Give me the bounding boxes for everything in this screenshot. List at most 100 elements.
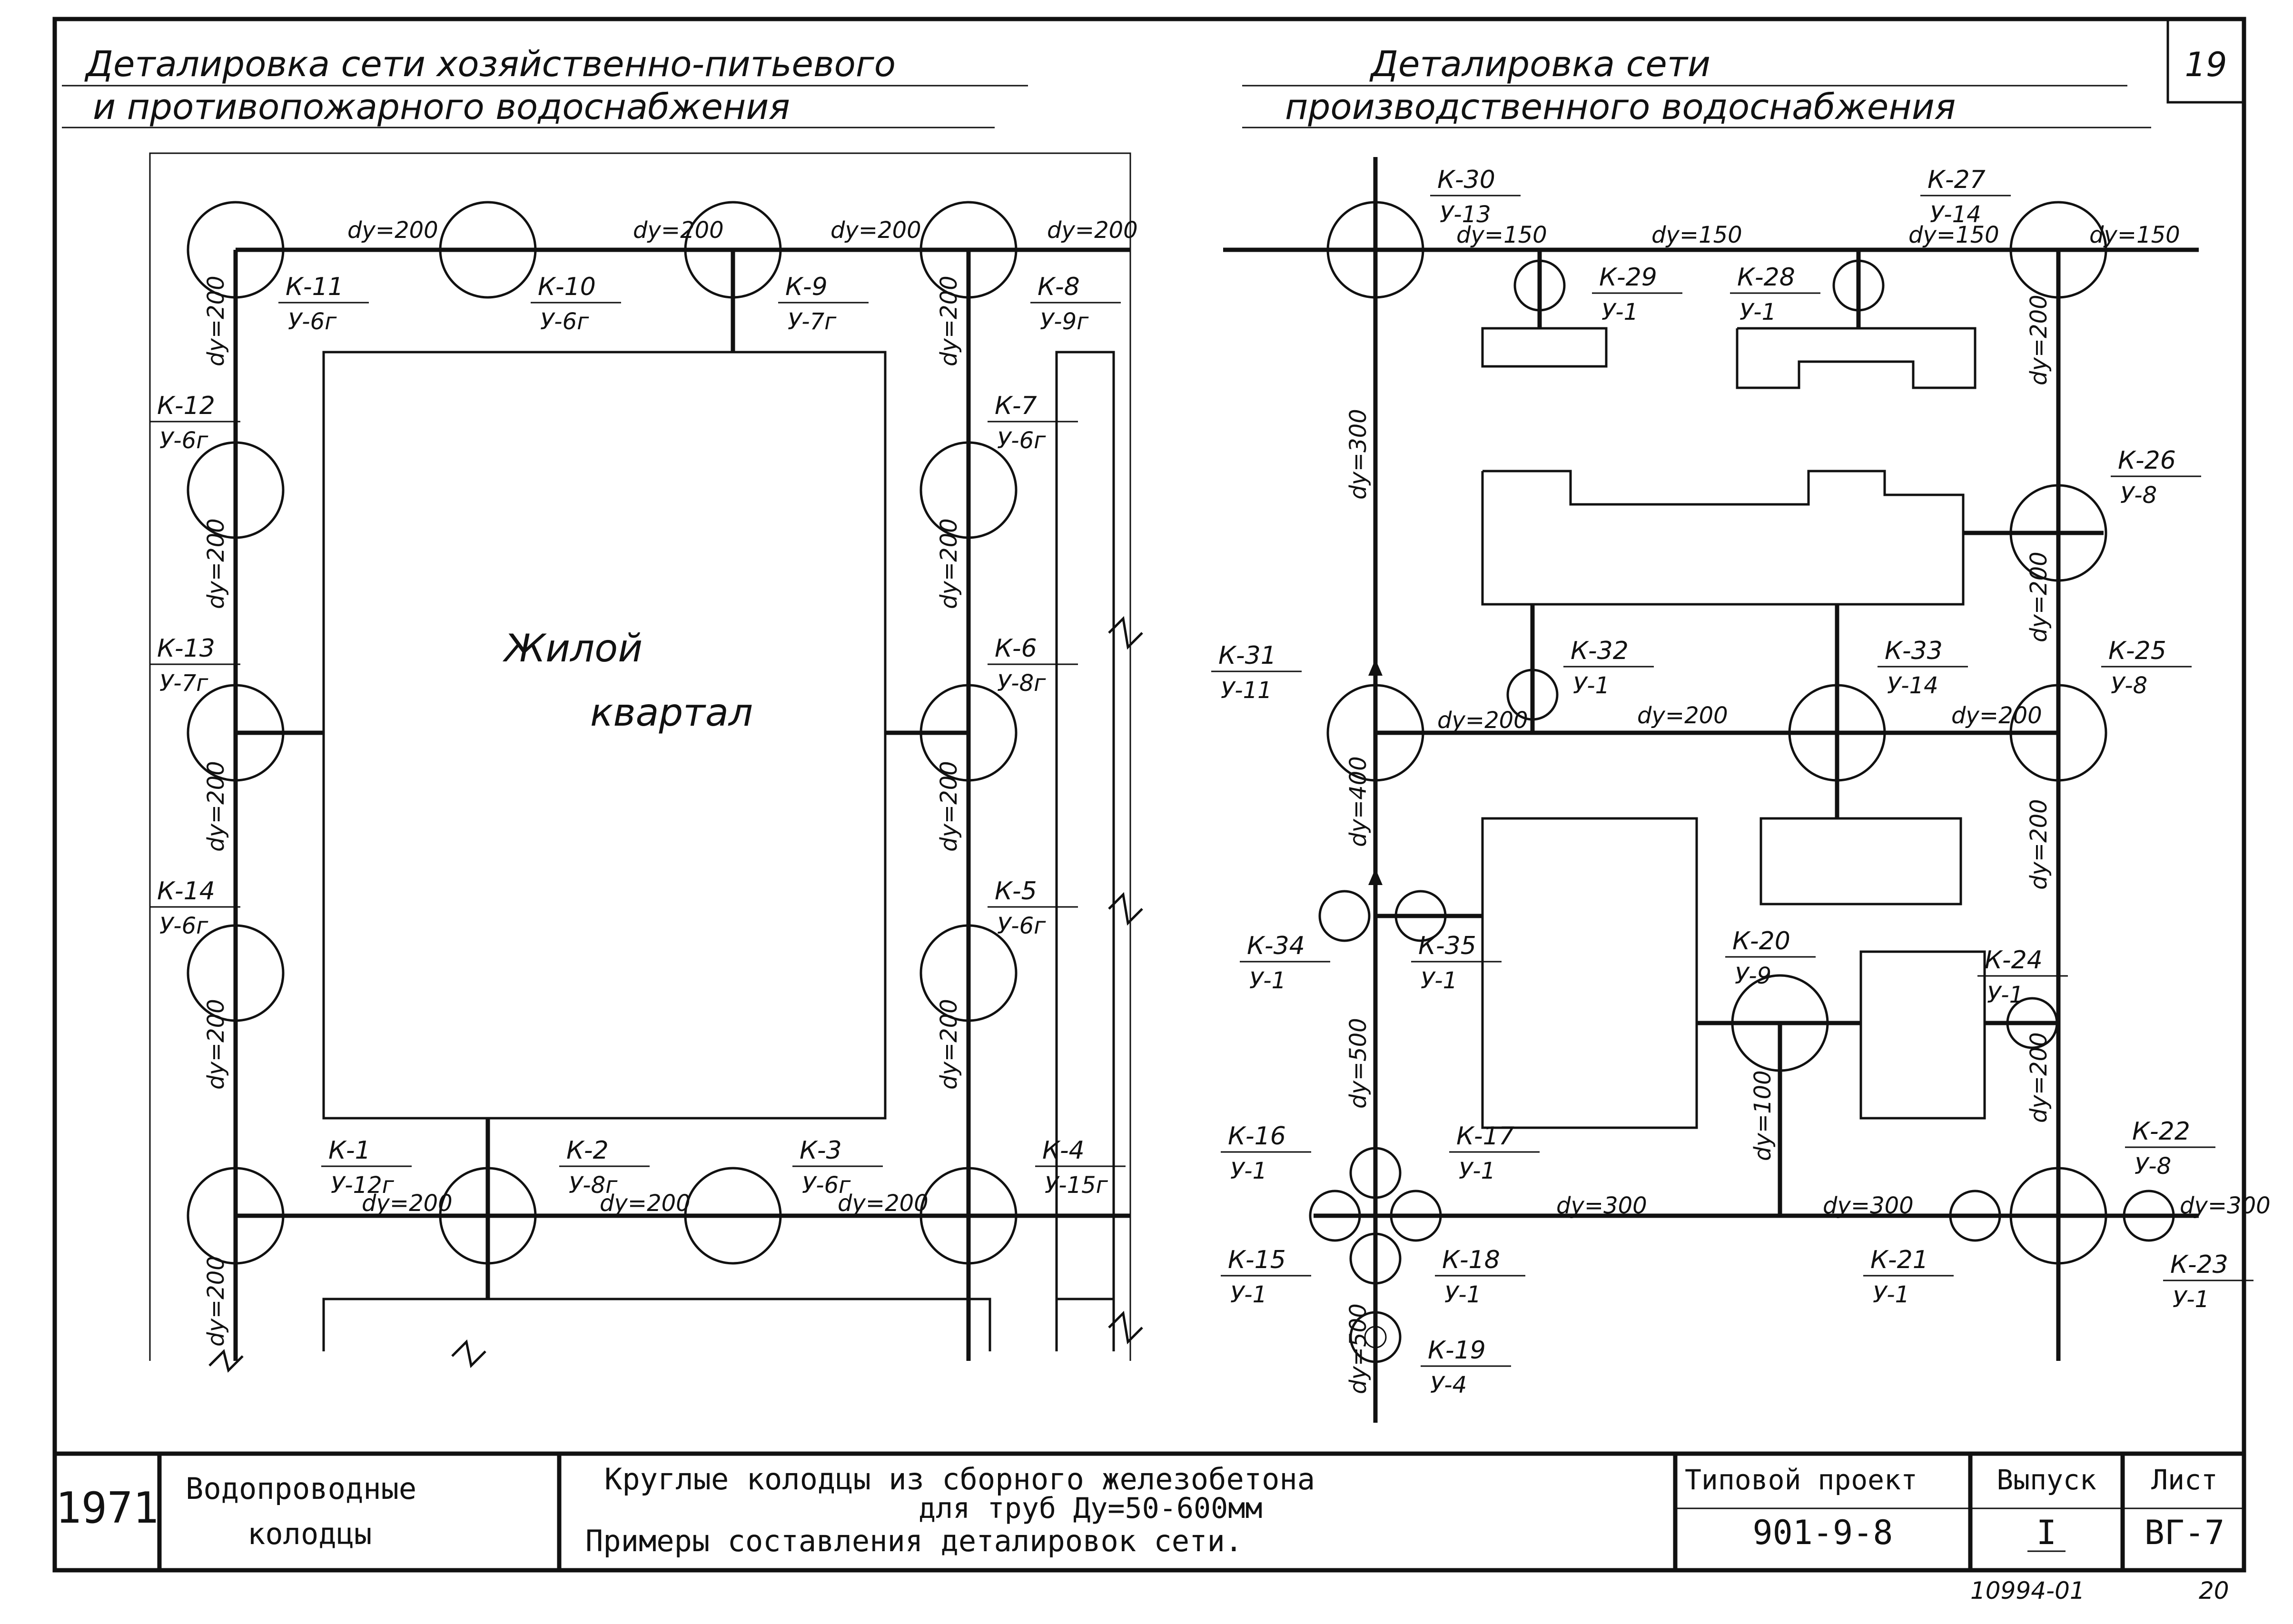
well-label-unit: У-1 xyxy=(1740,299,1776,325)
building-main xyxy=(1481,470,1965,606)
left-network-diagram xyxy=(62,85,1143,1373)
well-k3 xyxy=(684,1167,782,1265)
well-label-number: К-9 xyxy=(785,273,828,301)
residential-block xyxy=(322,351,887,1120)
pipe-diameter-label: dy=200 xyxy=(936,761,962,852)
well-label-number: К-18 xyxy=(1442,1246,1500,1274)
sheet-number-box xyxy=(2166,18,2245,104)
pipe-diameter-label: dy=200 xyxy=(1437,707,1528,734)
well-label-number: К-6 xyxy=(995,634,1037,663)
tb-issue-value: I xyxy=(2036,1513,2056,1552)
right-building xyxy=(1055,351,1115,1351)
well-label-unit: У-13 xyxy=(1440,201,1491,228)
tb-name-line-1: Водопроводные xyxy=(186,1471,416,1506)
well-label-unit: У-14 xyxy=(1887,672,1938,699)
well-k19 xyxy=(1349,1311,1402,1363)
tb-description-line-3: Примеры составления деталировок сети. xyxy=(585,1524,1243,1558)
well-label-unit: У-1 xyxy=(1444,1281,1481,1308)
well-label-unit: У-1 xyxy=(1230,1281,1267,1308)
flow-arrow xyxy=(1368,659,1383,676)
well-label-unit: У-1 xyxy=(1601,299,1638,325)
pipe-diameter-label: dy=200 xyxy=(203,761,229,852)
wells-right xyxy=(1309,201,2175,1363)
well-label-number: К-4 xyxy=(1042,1136,1085,1165)
well-label-unit: У-6г xyxy=(802,1172,851,1199)
well-label-unit: У-14 xyxy=(1930,201,1981,228)
well-k5 xyxy=(919,924,1018,1022)
territory-border xyxy=(149,152,1131,1361)
inventory-number: 10994-01 xyxy=(1970,1577,2085,1604)
well-k20 xyxy=(1731,974,1829,1072)
well-label-number: К-12 xyxy=(157,392,215,420)
well-label-unit: У-1 xyxy=(1873,1281,1909,1308)
pipe-diameter-label: dy=500 xyxy=(1345,1303,1372,1394)
well-label-number: К-13 xyxy=(157,634,215,663)
pipe-diameter-label: dy=150 xyxy=(1651,222,1742,248)
right-title-line-2: производственного водоснабжения xyxy=(1285,87,1956,128)
well-k10 xyxy=(439,201,537,299)
well-label-unit: У-15г xyxy=(1045,1172,1108,1199)
well-label-unit: У-1 xyxy=(1459,1158,1495,1184)
pipe-diameter-label: dy=200 xyxy=(2026,799,2052,890)
well-k17 xyxy=(1390,1190,1442,1242)
well-k14 xyxy=(187,924,285,1022)
page-number: 20 xyxy=(2199,1577,2229,1604)
tb-issue-label: Выпуск xyxy=(1996,1464,2096,1496)
well-label-number: К-24 xyxy=(1985,946,2043,974)
well-label-unit: У-9г xyxy=(1040,308,1089,335)
tb-code: 1971 xyxy=(56,1483,159,1533)
well-label-unit: У-8 xyxy=(2111,672,2147,699)
well-k16 xyxy=(1349,1147,1402,1199)
well-label-unit: У-1 xyxy=(1987,982,2024,1008)
pipe-diameter-label: dy=200 xyxy=(2026,551,2052,642)
well-label-unit: У-11 xyxy=(1221,677,1272,704)
well-label-unit: У-6г xyxy=(288,308,337,335)
pipe-diameter-label: dy=200 xyxy=(1047,217,1138,244)
well-k1 xyxy=(187,1167,285,1265)
well-k4 xyxy=(919,1167,1018,1265)
pipe-diameter-label: dy=200 xyxy=(838,1190,929,1217)
well-label-number: К-20 xyxy=(1732,927,1790,955)
tb-description-line-1: Круглые колодцы из сборного железобетона xyxy=(604,1462,1315,1496)
well-label-number: К-27 xyxy=(1927,166,1986,194)
left-title-line-1: Деталировка сети хозяйственно-питьевого xyxy=(84,44,896,85)
tb-project-value: 901-9-8 xyxy=(1752,1513,1893,1552)
well-label-unit: У-4 xyxy=(1430,1372,1467,1398)
well-k7 xyxy=(919,441,1018,539)
well-k33 xyxy=(1788,684,1886,782)
pipe-diameter-label: dy=200 xyxy=(936,999,962,1090)
pipe-diameter-label: dy=300 xyxy=(2180,1192,2271,1219)
well-label-number: К-35 xyxy=(1418,932,1476,960)
well-label-unit: У-8 xyxy=(2120,482,2157,509)
flow-arrow xyxy=(1368,868,1383,885)
well-label-number: К-16 xyxy=(1228,1122,1286,1151)
break-mark xyxy=(451,1339,486,1368)
pipe-diameter-label: dy=200 xyxy=(936,518,962,609)
well-label-number: К-10 xyxy=(538,273,596,301)
well-k11 xyxy=(187,201,285,299)
pipe-diameter-label: dy=300 xyxy=(1823,1192,1914,1219)
well-label-unit: У-7г xyxy=(159,670,208,697)
pipe-diameter-label: dy=150 xyxy=(2089,222,2180,248)
corner-building xyxy=(1055,1298,1114,1351)
pipe-diameter-label: dy=200 xyxy=(1951,702,2042,729)
pipe-diameter-label: dy=500 xyxy=(1345,1018,1372,1109)
well-label-number: К-32 xyxy=(1571,637,1629,665)
well-label-number: К-30 xyxy=(1437,166,1495,194)
well-k24 xyxy=(2006,997,2058,1049)
well-k6 xyxy=(919,684,1018,782)
pipe-diameter-label: dy=200 xyxy=(2026,1032,2052,1123)
pipe-diameter-label: dy=200 xyxy=(2026,295,2052,385)
well-label-unit: У-8г xyxy=(997,670,1046,697)
well-label-number: К-11 xyxy=(286,273,344,301)
well-label-unit: У-6г xyxy=(540,308,589,335)
left-title-line-2: и противопожарного водоснабжения xyxy=(93,87,790,128)
well-label-unit: У-1 xyxy=(1249,967,1286,994)
block-label-line-2: квартал xyxy=(590,690,753,735)
building-k29 xyxy=(1481,327,1608,368)
pipe-diameter-label: dy=200 xyxy=(347,217,438,244)
pipe-diameter-label: dy=300 xyxy=(1556,1192,1647,1219)
well-label-unit: У-12г xyxy=(331,1172,395,1199)
